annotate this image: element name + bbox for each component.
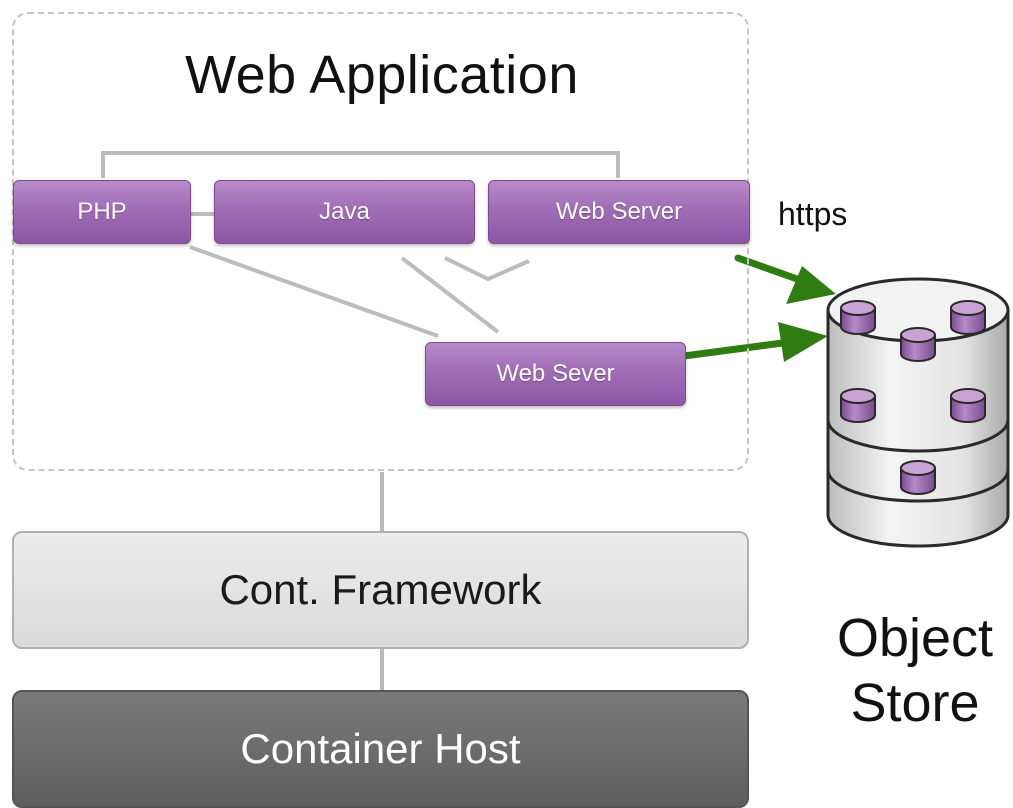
object-store-label: Object Store — [820, 606, 1010, 736]
storage-disk-icon — [900, 327, 936, 362]
container-host-layer: Container Host — [12, 690, 749, 808]
object-store-icon — [826, 277, 1010, 548]
storage-disk-icon — [840, 388, 876, 423]
php-component: PHP — [13, 180, 191, 244]
container-framework-label: Cont. Framework — [219, 566, 542, 613]
java-component: Java — [214, 180, 475, 244]
https-label: https — [778, 196, 848, 232]
web-sever-component: Web Sever — [425, 342, 686, 406]
object-store-label-line2: Store — [850, 672, 980, 733]
storage-disk-icon — [950, 300, 986, 335]
container-host-label: Container Host — [240, 725, 521, 772]
web-application-title: Web Application — [185, 45, 579, 105]
https-arrow-top — [734, 254, 836, 304]
storage-disk-icon — [840, 300, 876, 335]
object-store-label-line1: Object — [836, 608, 994, 668]
web-server-component: Web Server — [488, 180, 750, 244]
container-framework-layer: Cont. Framework — [12, 531, 749, 649]
storage-disk-icon — [900, 460, 936, 495]
storage-disk-icon — [950, 388, 986, 423]
